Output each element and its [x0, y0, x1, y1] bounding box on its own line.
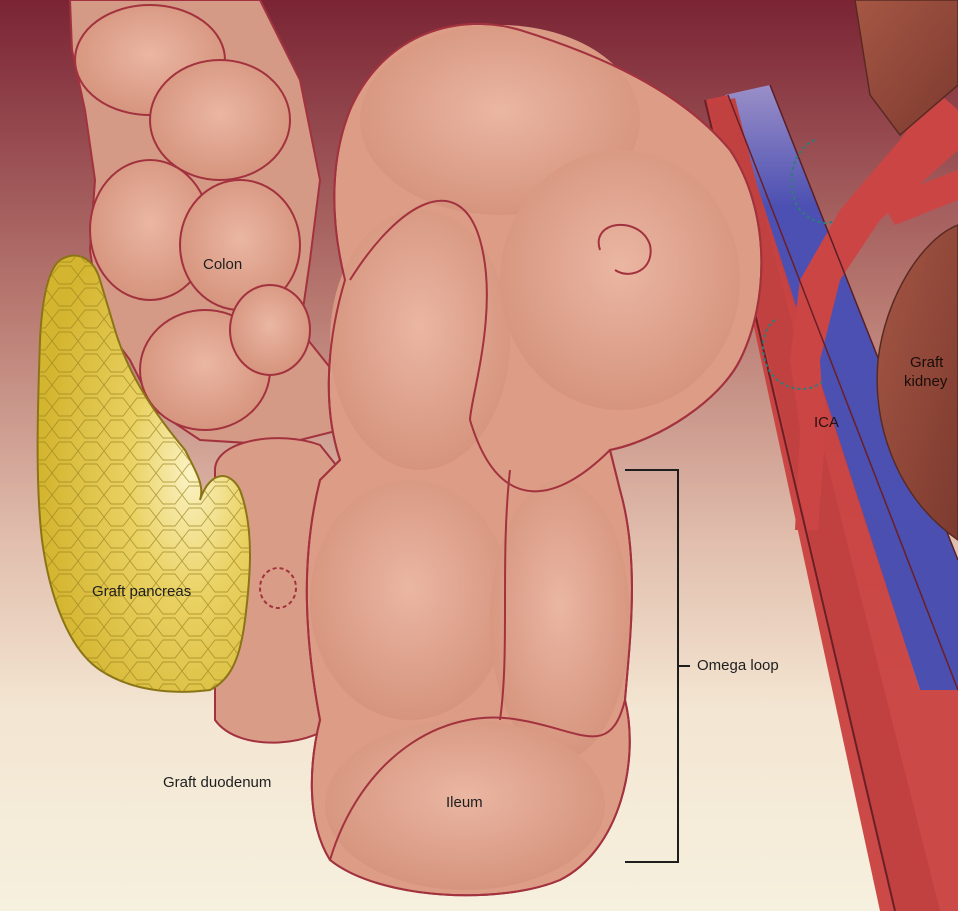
label-graft-pancreas: Graft pancreas	[92, 583, 191, 601]
label-ileum: Ileum	[446, 794, 483, 812]
label-graft-duodenum: Graft duodenum	[163, 774, 271, 792]
label-omega-loop: Omega loop	[697, 657, 779, 675]
label-colon: Colon	[203, 256, 242, 274]
label-graft-kidney-line1: Graft	[910, 354, 943, 372]
label-graft-kidney-line2: kidney	[904, 373, 947, 391]
label-ica: ICA	[814, 414, 839, 432]
